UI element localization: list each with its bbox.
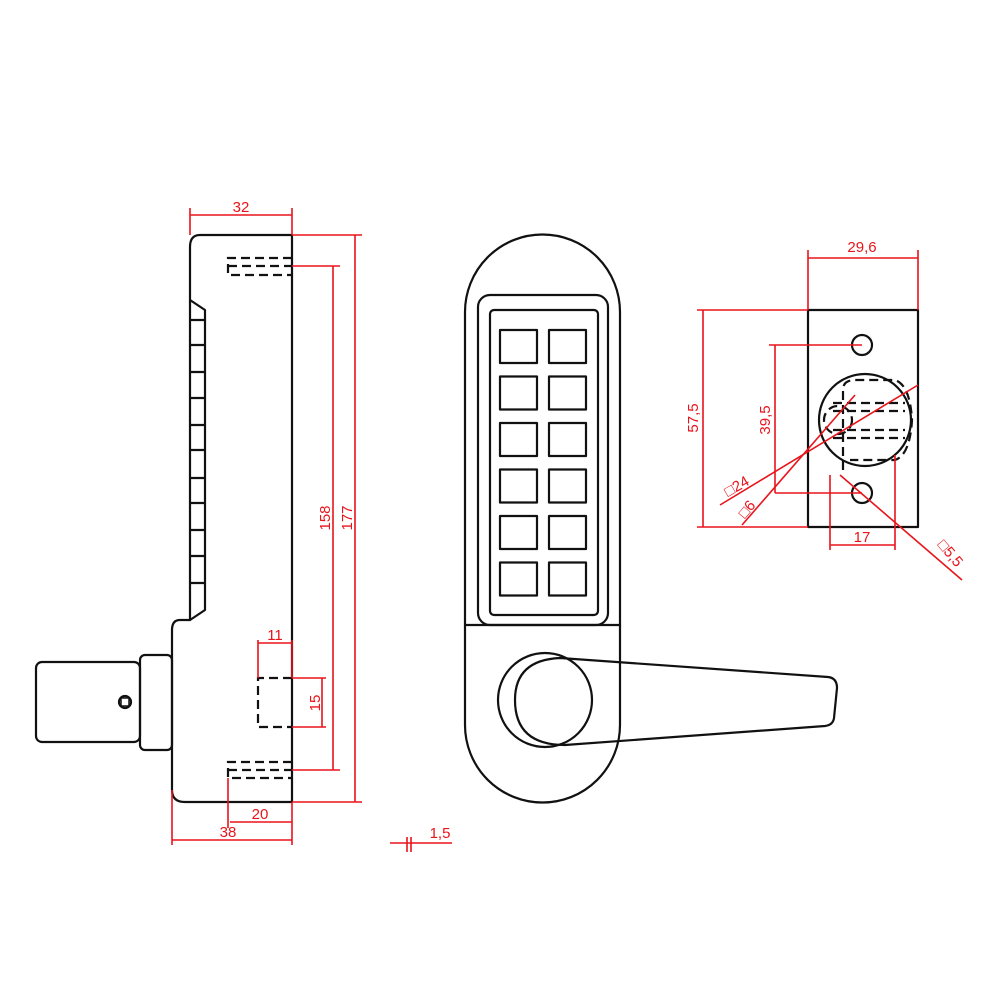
keypad-key [547,421,588,458]
keypad-key [498,468,539,504]
handle-rose [496,651,594,749]
lever-handle [513,656,839,747]
keypad-frame [476,293,610,627]
side-body-outline [170,233,294,804]
plate-dimensions: 29,6 57,5 39,5 □24 □6 17 □5,5 [685,239,966,581]
side-serrations [188,298,207,622]
keypad-keys [498,328,588,597]
dim-square-24: □24 [722,473,753,501]
side-dimensions: 32 177 158 11 15 20 38 1,5 [171,199,452,852]
keyhole-icon [117,694,133,710]
dim-1-5: 1,5 [430,825,451,842]
dim-158: 158 [317,505,334,530]
dim-39-5: 39,5 [757,405,774,434]
dim-11: 11 [267,627,283,644]
dim-17: 17 [854,529,871,546]
keypad-key [547,468,588,504]
dim-square-5-5: □5,5 [934,537,966,571]
front-view [463,233,839,804]
dim-57-5: 57,5 [685,403,702,432]
keypad-key [498,421,539,458]
dim-32: 32 [233,199,250,216]
keypad-key [547,328,588,365]
keypad-key [547,375,588,411]
keypad-key [547,514,588,551]
keypad-key [498,375,539,411]
keypad-key [547,561,588,597]
keypad-key [498,561,539,597]
dim-177: 177 [339,505,356,530]
keypad-key [498,514,539,551]
dim-20: 20 [252,806,269,823]
side-view [34,233,294,804]
cylinder [34,660,142,744]
keypad-inner [488,308,600,617]
dim-38: 38 [220,824,237,841]
top-slot [226,256,292,277]
escutcheon-outline [463,233,622,804]
dim-15: 15 [307,695,324,712]
keypad-key [498,328,539,365]
dim-square-6: □6 [735,497,759,521]
bottom-slot [226,760,292,780]
dim-29-6: 29,6 [847,239,876,256]
latch-slot [256,676,292,729]
cylinder-collar [138,653,174,752]
plate-outline [806,308,920,529]
